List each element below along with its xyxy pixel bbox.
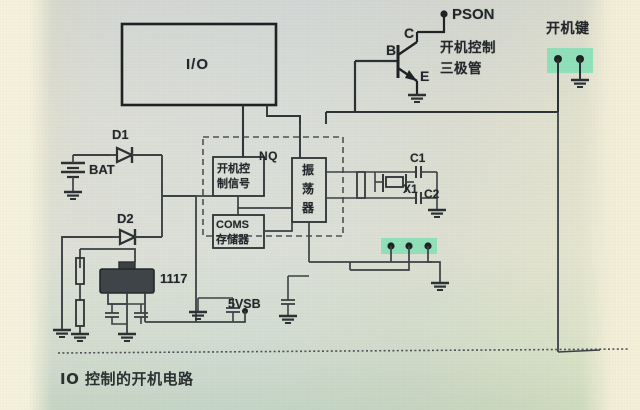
transistor-base-label: B — [386, 42, 397, 58]
wire-reg-input — [80, 248, 136, 262]
pson-terminal-dot — [440, 10, 448, 18]
wire-d2-input-rail — [61, 236, 113, 330]
ground-battery — [62, 190, 84, 201]
wire-cmos-to-osc — [264, 222, 293, 232]
battery-symbol — [61, 155, 85, 192]
nq-chip-boundary — [202, 136, 344, 237]
battery-label: BAT — [89, 162, 115, 177]
oscillator-label-char1: 振 — [302, 163, 315, 177]
wire-reg-pin1 — [107, 293, 127, 305]
wire-signal-to-osc — [237, 196, 292, 209]
figure-bottom-dotted-border — [57, 348, 631, 354]
wire-cap1-legs — [111, 304, 127, 325]
regulator-1117 — [99, 261, 155, 294]
wire-bottom-right-join — [557, 349, 601, 353]
power-button-label: 开机键 — [546, 21, 590, 37]
cmos-label-line1: COMS — [216, 219, 249, 231]
figure-caption: IO 控制的开机电路 — [60, 370, 194, 388]
ground-5vsb — [187, 310, 209, 321]
capacitor-c1-label: C1 — [410, 151, 426, 165]
io-block-label: I/O — [186, 56, 210, 73]
io-block-outline — [120, 22, 278, 107]
transistor-emitter-label: E — [420, 68, 430, 84]
crystal-x1 — [375, 174, 414, 192]
transistor-collector-label: C — [404, 25, 415, 41]
oscillator-label-char2: 荡 — [302, 182, 315, 196]
crystal-x1-label: X1 — [403, 182, 418, 196]
capacitor-c1 — [414, 166, 437, 178]
ground-crystal-caps — [426, 208, 448, 219]
oscillator-label-char3: 器 — [302, 201, 315, 215]
resistor-lower — [75, 299, 85, 327]
ground-power-button — [569, 78, 591, 89]
wire-collector-to-pson — [417, 15, 446, 34]
power-signal-label-line2: 制信号 — [217, 177, 250, 190]
ground-front-panel-header — [429, 281, 451, 292]
capacitor-c2-label: C2 — [424, 187, 440, 201]
capacitor-c2 — [414, 192, 437, 204]
ground-resistor — [69, 332, 91, 343]
wire-io-to-nq-bus — [266, 105, 301, 124]
power-signal-label-line1: 开机控 — [217, 162, 250, 175]
diode-d2-label: D2 — [117, 211, 134, 226]
regulator-label: 1117 — [160, 271, 188, 286]
wire-header-pin3-gnd — [427, 246, 441, 283]
resistor-crystal-damping — [356, 171, 366, 199]
transistor-npn — [396, 32, 419, 95]
ground-right-lower — [277, 314, 299, 325]
pson-label: PSON — [452, 6, 495, 23]
cap-reg-out-1 — [104, 312, 120, 318]
wire-5vsb-to-rail — [196, 311, 246, 323]
ground-regulator — [116, 332, 138, 343]
paper-left-margin — [0, 0, 52, 410]
ground-left-rail — [51, 328, 73, 339]
power-button-highlight — [547, 48, 593, 73]
wire-io-bus-elbow — [267, 115, 301, 124]
wire-header-pin2 — [350, 246, 410, 271]
ground-transistor-emitter — [406, 93, 428, 104]
cap-right-lower — [280, 299, 296, 305]
transistor-name-line2: 三极管 — [440, 61, 482, 77]
transistor-name-line1: 开机控制 — [440, 40, 496, 56]
nq-label: NQ — [259, 149, 278, 163]
diode-d1 — [110, 146, 162, 164]
diode-d2 — [113, 228, 162, 246]
cmos-label-line2: 存储器 — [216, 233, 249, 246]
diode-d1-label: D1 — [112, 127, 129, 142]
standby-rail-label: 5VSB — [228, 297, 261, 311]
